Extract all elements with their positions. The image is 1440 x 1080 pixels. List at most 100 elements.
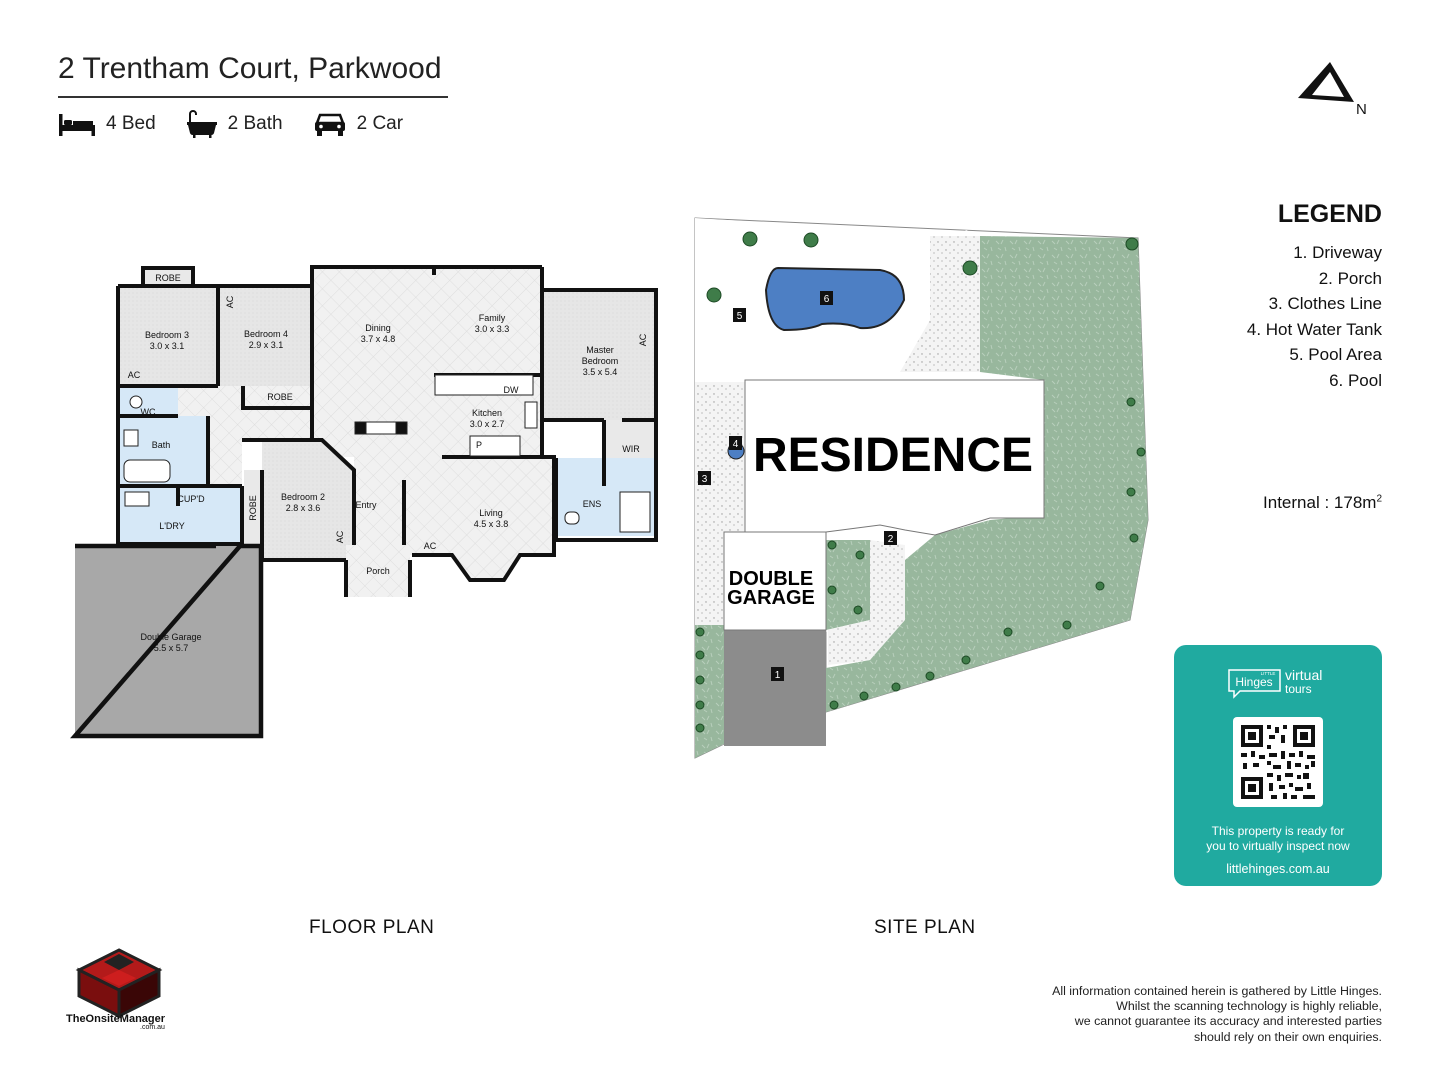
garage-label-line1: DOUBLE [729,568,813,590]
entry-label: Entry [355,500,377,510]
living-name: Living [479,508,503,518]
marker-3: 3 [702,474,708,485]
legend-item: 4. Hot Water Tank [1246,319,1382,339]
internal-area-label: Internal : 178m [1263,493,1377,512]
baths-spec: 2 Bath [186,109,283,139]
kitchen-name: Kitchen [472,408,502,418]
floor-walls [116,265,658,597]
residence-label: RESIDENCE [753,429,1033,482]
title-divider [58,96,448,98]
floor-fills [75,267,656,736]
marker-6: 6 [824,294,830,305]
ensuite-label: ENS [583,499,602,509]
bedroom3-name: Bedroom 3 [145,330,189,340]
floor-plan: ROBE Bedroom 3 3.0 x 3.1 Bedroom 4 2.9 x… [70,265,658,739]
marker-5: 5 [737,311,743,322]
porch-label: Porch [366,566,390,576]
little-hinges-logo: LITTLE Hinges virtual tours [1228,667,1322,699]
company-name: TheOnsiteManager [66,1013,166,1025]
floor-fixtures [123,374,651,533]
garage-label-line2: GARAGE [727,587,815,609]
bedroom4-name: Bedroom 4 [244,329,288,339]
marker-1: 1 [775,670,781,681]
family-size: 3.0 x 3.3 [475,324,510,334]
bedroom3-size: 3.0 x 3.1 [150,341,185,351]
marker-4: 4 [733,439,739,450]
bedroom2-size: 2.8 x 3.6 [286,503,321,513]
bedroom2-name: Bedroom 2 [281,492,325,502]
room-labels: ROBE Bedroom 3 3.0 x 3.1 Bedroom 4 2.9 x… [128,273,648,653]
master-size: 3.5 x 5.4 [583,367,618,377]
cars-spec: 2 Car [313,111,403,137]
robe-label: ROBE [248,495,258,521]
legend-item: 1. Driveway [1293,243,1382,262]
onsite-manager-logo-icon [75,948,163,1019]
virtual-tour-card[interactable]: LITTLE Hinges virtual tours [1174,645,1382,886]
garage-walls [70,543,264,739]
garage-size: 5.5 x 5.7 [154,643,189,653]
virtual-tour-message-line1: This property is ready for [1211,824,1345,838]
legend-item: 2. Porch [1318,268,1382,288]
site-plan: RESIDENCE DOUBLE GARAGE 1 2 3 4 5 6 [694,217,1149,759]
disclaimer-line: we cannot guarantee its accuracy and int… [1074,1014,1382,1029]
legend-item: 5. Pool Area [1289,345,1382,364]
family-name: Family [479,313,506,323]
north-label: N [1356,101,1367,118]
virtual-tour-message-line2: you to virtually inspect now [1206,838,1350,853]
legend-list: 1. Driveway 2. Porch 3. Clothes Line 4. … [1247,240,1382,393]
laundry-label: L'DRY [159,521,185,531]
cars-label: 2 Car [356,113,404,134]
legend-title: LEGEND [1277,200,1382,228]
master-name: Master [586,345,614,355]
master-name-2: Bedroom [582,356,619,366]
lawn-area [695,625,724,758]
floor-plan-label: FLOOR PLAN [309,917,435,938]
bed-icon [59,114,95,136]
cupboard-label: CUP'D [177,494,205,504]
dining-name: Dining [365,323,391,333]
disclaimer-line: Whilst the scanning technology is highly… [1116,999,1382,1014]
bath-label: Bath [152,440,171,450]
ac-label: AC [225,295,235,308]
virtual-tour-url[interactable]: littlehinges.com.au [1226,862,1330,876]
disclaimer: All information contained herein is gath… [942,984,1382,1045]
bath-icon [186,110,217,138]
brand-tours: tours [1285,682,1312,696]
robe-label: ROBE [155,273,181,283]
ac-label: AC [424,541,437,551]
pool [764,266,906,332]
brand-name: Hinges [1235,675,1272,689]
legend-item: 6. Pool [1329,370,1382,390]
car-icon [314,113,345,136]
site-plan-label: SITE PLAN [874,917,976,938]
property-address: 2 Trentham Court, Parkwood [58,52,442,85]
disclaimer-line: should rely on their own enquiries. [1193,1029,1382,1044]
qr-code-icon [1241,725,1315,799]
virtual-tour-message: This property is ready for you to virtua… [1174,824,1382,853]
company-domain-suffix: .com.au [140,1024,165,1031]
ac-label: AC [128,370,141,380]
beds-spec: 4 Bed [58,111,156,137]
wc-label: WC [141,407,156,417]
bedroom4-size: 2.9 x 3.1 [249,340,284,350]
dining-size: 3.7 x 4.8 [361,334,396,344]
legend-item: 3. Clothes Line [1268,294,1382,313]
qr-code[interactable] [1233,717,1323,807]
lawn-area [826,236,1148,712]
brand-small: LITTLE [1261,671,1276,676]
wir-label: WIR [622,444,640,454]
disclaimer-line: All information contained herein is gath… [1052,984,1382,998]
property-specs: 4 Bed 2 Bath 2 Car [58,108,403,140]
marker-2: 2 [888,534,894,545]
garage-footprint [723,531,827,631]
driveway [724,630,826,746]
garage-name: Double Garage [140,632,201,642]
living-size: 4.5 x 3.8 [474,519,509,529]
north-arrow-icon: N [1298,62,1367,118]
internal-area: Internal : 178m2 [1263,493,1382,513]
kitchen-size: 3.0 x 2.7 [470,419,505,429]
dishwasher-label: DW [504,385,519,395]
beds-label: 4 Bed [106,113,156,134]
pantry-label: P [476,440,482,450]
baths-label: 2 Bath [227,113,283,134]
